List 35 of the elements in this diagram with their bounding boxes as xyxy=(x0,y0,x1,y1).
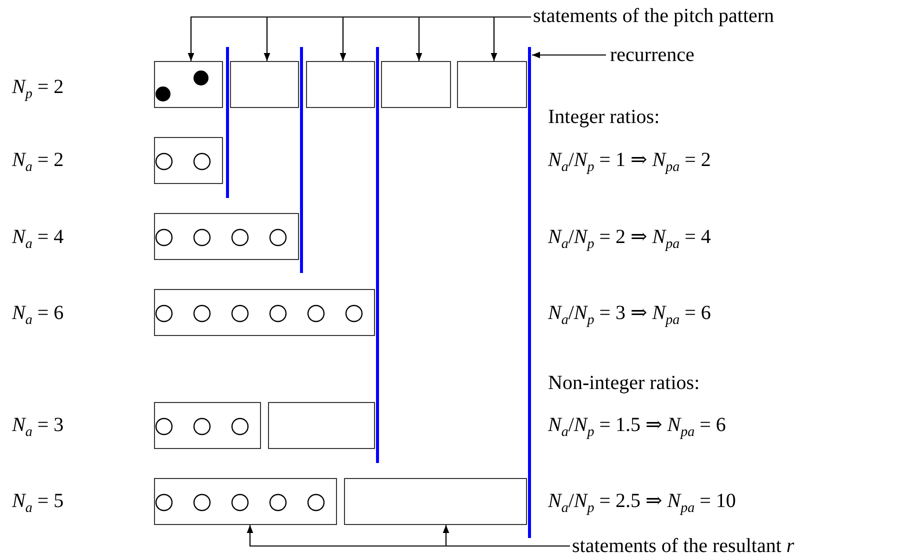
math-label: N$_{a}$ = 4 xyxy=(12,225,64,254)
pattern-box xyxy=(154,289,375,336)
leader-line xyxy=(442,525,570,547)
math-label: N$_{a}$ = 5 xyxy=(12,489,64,518)
pattern-box xyxy=(154,61,223,108)
math-label: N$_{a}$ = 6 xyxy=(12,301,64,330)
callout-text: recurrence xyxy=(610,43,694,67)
section-heading: Non-integer ratios: xyxy=(548,371,700,395)
math-label: N$_{a}$ = 2 xyxy=(12,148,64,177)
pattern-box xyxy=(344,478,527,525)
equation-text: N$_{a}$/N$_{p}$ = 2 ⇒ N$_{pa}$ = 4 xyxy=(548,225,711,254)
pattern-box xyxy=(154,213,299,260)
callout-text: statements of the resultant r xyxy=(572,534,794,558)
math-label: N$_{p}$ = 2 xyxy=(12,75,64,104)
leader-line xyxy=(532,52,606,58)
section-heading: Integer ratios: xyxy=(548,105,660,129)
pattern-box xyxy=(154,402,261,449)
equation-text: N$_{a}$/N$_{p}$ = 1 ⇒ N$_{pa}$ = 2 xyxy=(548,148,711,177)
pattern-box xyxy=(154,137,223,184)
callout-text: statements of the pitch pattern xyxy=(533,4,774,28)
equation-text: N$_{a}$/N$_{p}$ = 3 ⇒ N$_{pa}$ = 6 xyxy=(548,301,711,330)
pattern-box xyxy=(230,61,299,108)
equation-text: N$_{a}$/N$_{p}$ = 1.5 ⇒ N$_{pa}$ = 6 xyxy=(548,413,726,442)
pattern-box xyxy=(268,402,375,449)
recurrence-line xyxy=(376,47,379,463)
equation-text: N$_{a}$/N$_{p}$ = 2.5 ⇒ N$_{pa}$ = 10 xyxy=(548,489,736,518)
pattern-box xyxy=(457,61,527,108)
pattern-box xyxy=(381,61,451,108)
math-label: N$_{a}$ = 3 xyxy=(12,413,64,442)
leader-line xyxy=(490,16,531,61)
recurrence-line xyxy=(300,47,303,273)
recurrence-line xyxy=(528,47,531,538)
recurrence-line xyxy=(226,47,229,198)
pattern-box xyxy=(306,61,375,108)
pattern-box xyxy=(154,478,337,525)
